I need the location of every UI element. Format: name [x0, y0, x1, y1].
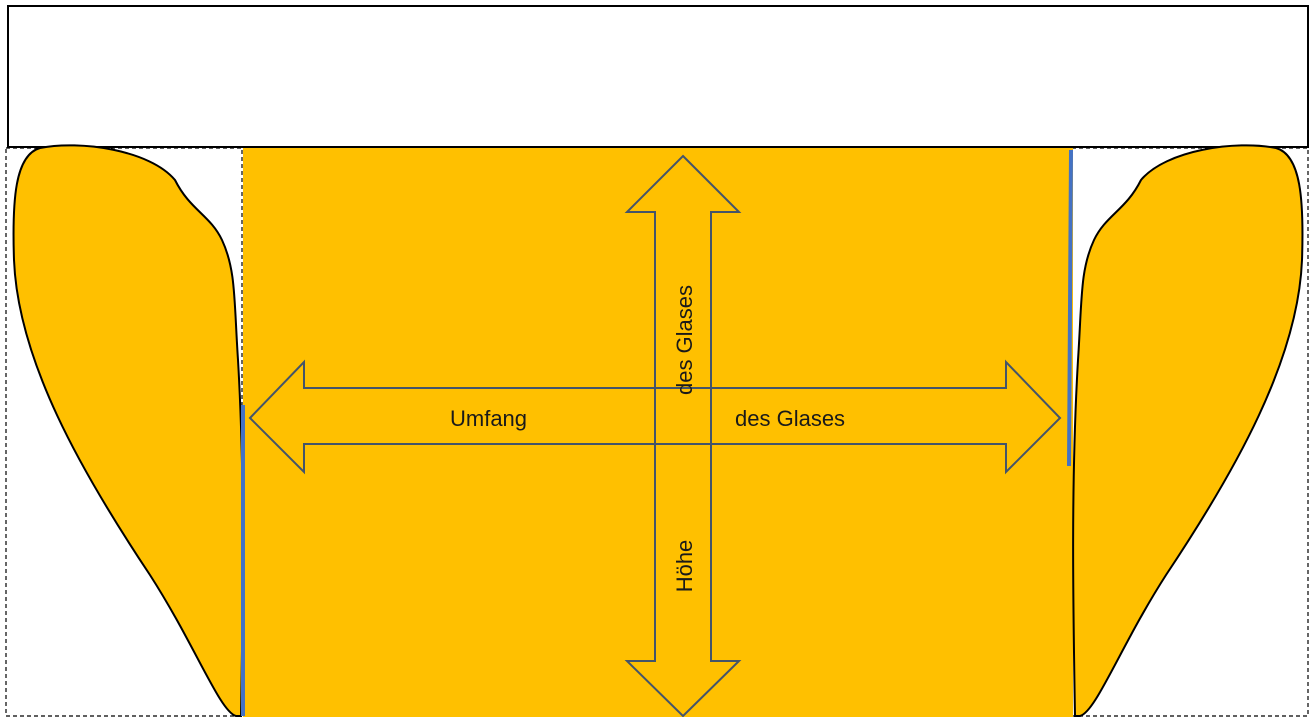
right-seam-line — [1067, 149, 1073, 467]
left-wing-shape — [12, 144, 244, 717]
height-arrow — [624, 154, 742, 717]
circumference-arrow — [248, 359, 1062, 475]
circumference-label-left: Umfang — [450, 406, 527, 431]
right-wing-shape — [1072, 144, 1304, 717]
height-label-top: des Glases — [672, 285, 697, 395]
main-glass-panel — [243, 148, 1073, 717]
height-label-bottom: Höhe — [672, 540, 697, 593]
top-box — [7, 5, 1309, 148]
circumference-label-right: des Glases — [735, 406, 845, 431]
